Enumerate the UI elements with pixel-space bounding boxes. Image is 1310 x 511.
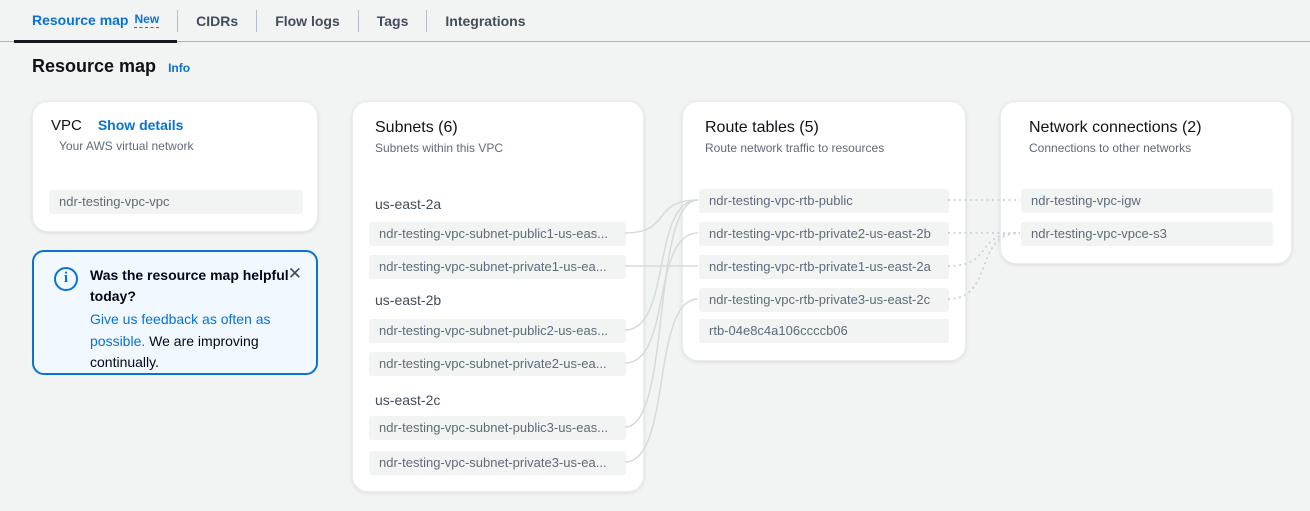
az-label-us-east-2b: us-east-2b bbox=[375, 292, 442, 308]
subnets-card-subtitle: Subnets within this VPC bbox=[375, 141, 504, 155]
subnet-item-private3[interactable]: ndr-testing-vpc-subnet-private3-us-ea... bbox=[369, 451, 626, 475]
route-table-item-private2[interactable]: ndr-testing-vpc-rtb-private2-us-east-2b bbox=[699, 222, 949, 246]
feedback-body: Give us feedback as often as possible. W… bbox=[90, 309, 298, 374]
network-item-igw[interactable]: ndr-testing-vpc-igw bbox=[1021, 189, 1273, 213]
tab-divider bbox=[426, 9, 428, 32]
route-tables-card-title: Route tables (5) bbox=[705, 119, 819, 136]
subnets-card: Subnets (6) Subnets within this VPC us-e… bbox=[352, 101, 644, 492]
tab-bar: Resource map New CIDRs Flow logs Tags In… bbox=[0, 0, 1310, 43]
tab-flow-logs-label: Flow logs bbox=[275, 12, 340, 29]
vpc-item[interactable]: ndr-testing-vpc-vpc bbox=[49, 190, 303, 214]
tab-divider bbox=[357, 9, 359, 32]
subnet-item-public3[interactable]: ndr-testing-vpc-subnet-public3-us-eas... bbox=[369, 416, 626, 440]
route-table-item-private1[interactable]: ndr-testing-vpc-rtb-private1-us-east-2a bbox=[699, 255, 949, 279]
tab-tags-label: Tags bbox=[376, 12, 409, 29]
close-icon[interactable]: ✕ bbox=[287, 264, 302, 283]
tab-flow-logs[interactable]: Flow logs bbox=[257, 0, 358, 41]
az-label-us-east-2a: us-east-2a bbox=[375, 196, 442, 212]
info-icon: i bbox=[54, 267, 78, 291]
network-card-title: Network connections (2) bbox=[1029, 119, 1202, 136]
page-header: Resource map Info bbox=[32, 56, 190, 77]
route-tables-card: Route tables (5) Route network traffic t… bbox=[682, 101, 966, 361]
vpc-card-title: VPC bbox=[51, 117, 82, 134]
tab-resource-map-label: Resource map bbox=[32, 11, 129, 28]
show-details-link[interactable]: Show details bbox=[97, 117, 184, 133]
subnets-card-title: Subnets (6) bbox=[375, 119, 458, 136]
network-item-vpce-s3[interactable]: ndr-testing-vpc-vpce-s3 bbox=[1021, 222, 1273, 246]
feedback-banner: i Was the resource map helpful today? ✕ … bbox=[32, 250, 318, 375]
tab-integrations-label: Integrations bbox=[445, 12, 526, 29]
route-table-item-rtb-id[interactable]: rtb-04e8c4a106ccccb06 bbox=[699, 319, 949, 343]
vpc-card: VPC Show details Your AWS virtual networ… bbox=[32, 101, 318, 232]
route-table-item-public[interactable]: ndr-testing-vpc-rtb-public bbox=[699, 189, 949, 213]
network-card-subtitle: Connections to other networks bbox=[1029, 141, 1192, 155]
feedback-title: Was the resource map helpful today? bbox=[90, 267, 289, 304]
subnet-item-private2[interactable]: ndr-testing-vpc-subnet-private2-us-ea... bbox=[369, 352, 626, 376]
page-title: Resource map bbox=[32, 56, 157, 76]
new-badge: New bbox=[134, 11, 160, 28]
info-link[interactable]: Info bbox=[168, 61, 191, 75]
tab-integrations[interactable]: Integrations bbox=[427, 0, 543, 41]
subnet-item-public1[interactable]: ndr-testing-vpc-subnet-public1-us-eas... bbox=[369, 222, 626, 246]
az-label-us-east-2c: us-east-2c bbox=[375, 392, 441, 408]
route-tables-card-subtitle: Route network traffic to resources bbox=[705, 141, 885, 155]
tab-cidrs-label: CIDRs bbox=[196, 12, 239, 29]
tab-divider bbox=[256, 9, 258, 32]
feedback-link[interactable]: Give us feedback as often as possible. bbox=[90, 311, 271, 349]
tab-tags[interactable]: Tags bbox=[359, 0, 427, 41]
feedback-body-text: We are improving continually. bbox=[90, 332, 259, 371]
network-connections-card: Network connections (2) Connections to o… bbox=[1000, 101, 1292, 264]
tab-resource-map[interactable]: Resource map New bbox=[14, 0, 178, 43]
subnet-item-private1[interactable]: ndr-testing-vpc-subnet-private1-us-ea... bbox=[369, 255, 626, 279]
subnet-item-public2[interactable]: ndr-testing-vpc-subnet-public2-us-eas... bbox=[369, 319, 626, 343]
vpc-card-subtitle: Your AWS virtual network bbox=[59, 139, 194, 153]
tab-cidrs[interactable]: CIDRs bbox=[178, 0, 256, 41]
tab-divider bbox=[177, 9, 179, 32]
route-table-item-private3[interactable]: ndr-testing-vpc-rtb-private3-us-east-2c bbox=[699, 288, 949, 312]
vpc-card-header: VPC Show details bbox=[51, 117, 183, 134]
